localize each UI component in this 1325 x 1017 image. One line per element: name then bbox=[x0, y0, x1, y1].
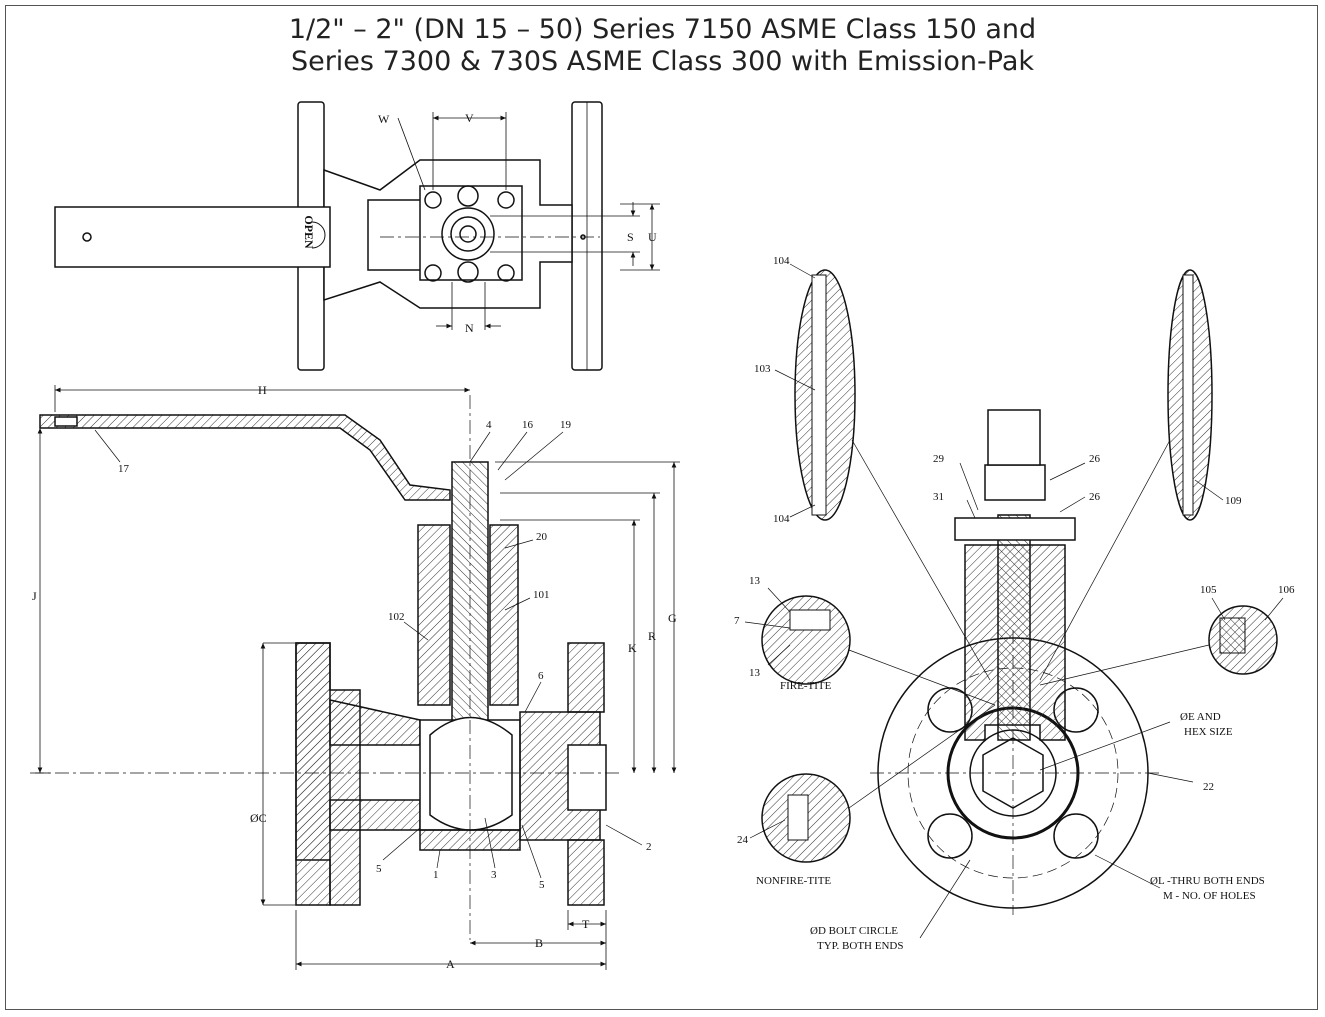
part-2: 2 bbox=[646, 841, 652, 853]
part-19: 19 bbox=[560, 419, 572, 431]
part-26-top: 26 bbox=[1089, 453, 1101, 465]
part-22: 22 bbox=[1203, 781, 1214, 793]
section-view bbox=[39, 414, 607, 906]
dim-r: R bbox=[648, 629, 656, 643]
part-1: 1 bbox=[433, 869, 439, 881]
part-20: 20 bbox=[536, 531, 548, 543]
part-13-top: 13 bbox=[749, 575, 761, 587]
part-104-top: 104 bbox=[773, 255, 790, 267]
dim-v: V bbox=[465, 111, 474, 125]
dim-k: K bbox=[628, 641, 637, 655]
dim-j: J bbox=[32, 589, 37, 603]
callout-e-line2: HEX SIZE bbox=[1184, 726, 1233, 738]
part-29: 29 bbox=[933, 453, 945, 465]
callout-l-line2: M - NO. OF HOLES bbox=[1163, 890, 1256, 902]
handle-open-text: OPEN bbox=[302, 215, 316, 249]
part-106: 106 bbox=[1278, 584, 1295, 596]
part-105: 105 bbox=[1200, 584, 1217, 596]
part-5-left: 5 bbox=[376, 863, 382, 875]
dim-a: A bbox=[446, 957, 455, 971]
title-line-1: 1/2" – 2" (DN 15 – 50) Series 7150 ASME … bbox=[288, 14, 1037, 45]
end-view-details bbox=[761, 269, 1278, 863]
part-3: 3 bbox=[491, 869, 497, 881]
part-6: 6 bbox=[538, 670, 544, 682]
dim-h: H bbox=[258, 383, 267, 397]
callout-e-line1: ØE AND bbox=[1180, 711, 1221, 723]
dim-n: N bbox=[465, 321, 474, 335]
part-102: 102 bbox=[388, 611, 405, 623]
part-26-bottom: 26 bbox=[1089, 491, 1101, 503]
top-handle bbox=[54, 206, 331, 268]
dim-s: S bbox=[627, 230, 634, 244]
part-13-bottom: 13 bbox=[749, 667, 761, 679]
drawing-title: 1/2" – 2" (DN 15 – 50) Series 7150 ASME … bbox=[0, 14, 1325, 78]
section-view-dims bbox=[35, 385, 680, 970]
nonfire-tite-label: NONFIRE-TITE bbox=[756, 875, 831, 887]
fire-tite-label: FIRE-TITE bbox=[780, 680, 832, 692]
part-101: 101 bbox=[533, 589, 550, 601]
part-4: 4 bbox=[486, 419, 492, 431]
dim-c: ØC bbox=[250, 811, 267, 825]
part-17: 17 bbox=[118, 463, 130, 475]
dim-w: W bbox=[378, 112, 390, 126]
dim-t: T bbox=[582, 917, 590, 931]
drawing-frame bbox=[5, 5, 1318, 1010]
part-109: 109 bbox=[1225, 495, 1242, 507]
dim-g: G bbox=[668, 611, 677, 625]
end-view bbox=[870, 409, 1160, 915]
dim-u: U bbox=[648, 230, 657, 244]
part-7: 7 bbox=[734, 615, 740, 627]
callout-d-line1: ØD BOLT CIRCLE bbox=[810, 925, 898, 937]
callout-d-line2: TYP. BOTH ENDS bbox=[817, 940, 903, 952]
part-24: 24 bbox=[737, 834, 749, 846]
part-103: 103 bbox=[754, 363, 771, 375]
title-line-2: Series 7300 & 730S ASME Class 300 with E… bbox=[290, 46, 1035, 77]
top-view bbox=[54, 101, 603, 371]
top-view-dims bbox=[397, 112, 660, 330]
part-31: 31 bbox=[933, 491, 944, 503]
callout-l-line1: ØL -THRU BOTH ENDS bbox=[1150, 875, 1265, 887]
dim-b: B bbox=[535, 936, 543, 950]
part-104-bottom: 104 bbox=[773, 513, 790, 525]
part-16: 16 bbox=[522, 419, 534, 431]
part-5-right: 5 bbox=[539, 879, 545, 891]
